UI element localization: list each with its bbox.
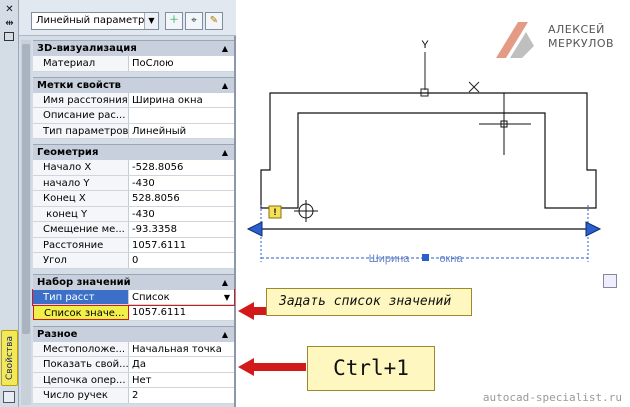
dimension-label-grip[interactable] [422, 254, 429, 261]
site-watermark: autocad-specialist.ru [482, 391, 622, 404]
toggle-pickadd-button[interactable]: ＋ [165, 12, 183, 30]
collapse-icon[interactable]: ▲ [221, 277, 228, 287]
collapse-icon[interactable]: ▲ [221, 80, 228, 90]
quick-select-button[interactable]: ✎ [205, 12, 223, 30]
property-row[interactable]: начало Y-430 [33, 175, 234, 191]
svg-text:!: ! [274, 207, 277, 217]
right-grip-arrow[interactable] [585, 221, 602, 237]
section-misc[interactable]: Разное▲ [33, 325, 234, 342]
scrollbar-thumb[interactable] [22, 44, 30, 334]
object-type-value: Линейный параметр [36, 15, 145, 26]
ucs-y-label: Y [421, 39, 429, 51]
section-property-labels[interactable]: Метки свойств▲ [33, 76, 234, 93]
select-objects-button[interactable]: ⌖ [185, 12, 203, 30]
pin-icon[interactable]: ⇹ [5, 18, 14, 29]
window-outline [260, 92, 597, 209]
red-arrow-2 [238, 358, 306, 376]
properties-side-tab[interactable]: Свойства [1, 330, 18, 386]
palette-title-strip: ✕ ⇹ Свойства [0, 0, 19, 407]
dimension-name-right: окна [439, 253, 463, 265]
chevron-down-icon[interactable]: ▼ [223, 292, 230, 302]
callout-set-value-list: Задать список значений [266, 288, 472, 316]
palette-menu-icon[interactable] [3, 391, 15, 403]
drawing-canvas[interactable]: Y ! Ширина окна [236, 0, 630, 407]
value-list-row[interactable]: Список значе...1057.6111 [33, 305, 234, 321]
red-arrow-1 [238, 302, 268, 320]
palette-toolbar: Линейный параметр ▼ ＋ ⌖ ✎ [19, 0, 236, 36]
collapse-icon[interactable]: ▲ [221, 329, 228, 339]
distance-type-value: Список [132, 291, 170, 303]
quick-select-icon: ✎ [209, 15, 219, 26]
object-type-select[interactable]: Линейный параметр ▼ [31, 12, 159, 30]
left-grip-arrow[interactable] [246, 221, 263, 237]
palette-scrollbar[interactable] [21, 40, 31, 405]
property-row[interactable]: Смещение ме...-93.3358 [33, 222, 234, 238]
properties-palette: Линейный параметр ▼ ＋ ⌖ ✎ 3D-визуализаци… [19, 0, 236, 407]
plus-icon: ＋ [169, 15, 179, 26]
crosshair-cursor [479, 93, 531, 155]
section-geometry[interactable]: Геометрия▲ [33, 144, 234, 160]
point-marker [468, 81, 480, 93]
property-row[interactable]: Местоположе...Начальная точка [33, 341, 234, 357]
property-row[interactable]: Описание рас... [33, 108, 234, 124]
chevron-down-icon[interactable]: ▼ [144, 13, 158, 29]
property-row[interactable]: Цепочка опер...Нет [33, 372, 234, 388]
logo-icon [496, 22, 534, 58]
section-3d-visualization[interactable]: 3D-визуализация▲ [33, 40, 234, 56]
collapse-icon[interactable]: ▲ [221, 148, 228, 157]
callout-shortcut: Ctrl+1 [307, 346, 435, 391]
warning-icon[interactable] [268, 205, 282, 219]
select-icon: ⌖ [191, 15, 197, 26]
dimension-name-left: Ширина [369, 253, 411, 265]
collapse-icon[interactable]: ▲ [221, 44, 228, 53]
property-row[interactable]: конец Y-430 [33, 206, 234, 222]
viewport-control-icon[interactable] [603, 274, 617, 288]
property-row[interactable]: Показать свой...Да [33, 357, 234, 373]
properties-icon[interactable] [4, 32, 14, 41]
property-row[interactable]: Начало X-528.8056 [33, 160, 234, 176]
close-icon[interactable]: ✕ [5, 4, 14, 15]
section-value-set[interactable]: Набор значений▲ [33, 273, 234, 290]
